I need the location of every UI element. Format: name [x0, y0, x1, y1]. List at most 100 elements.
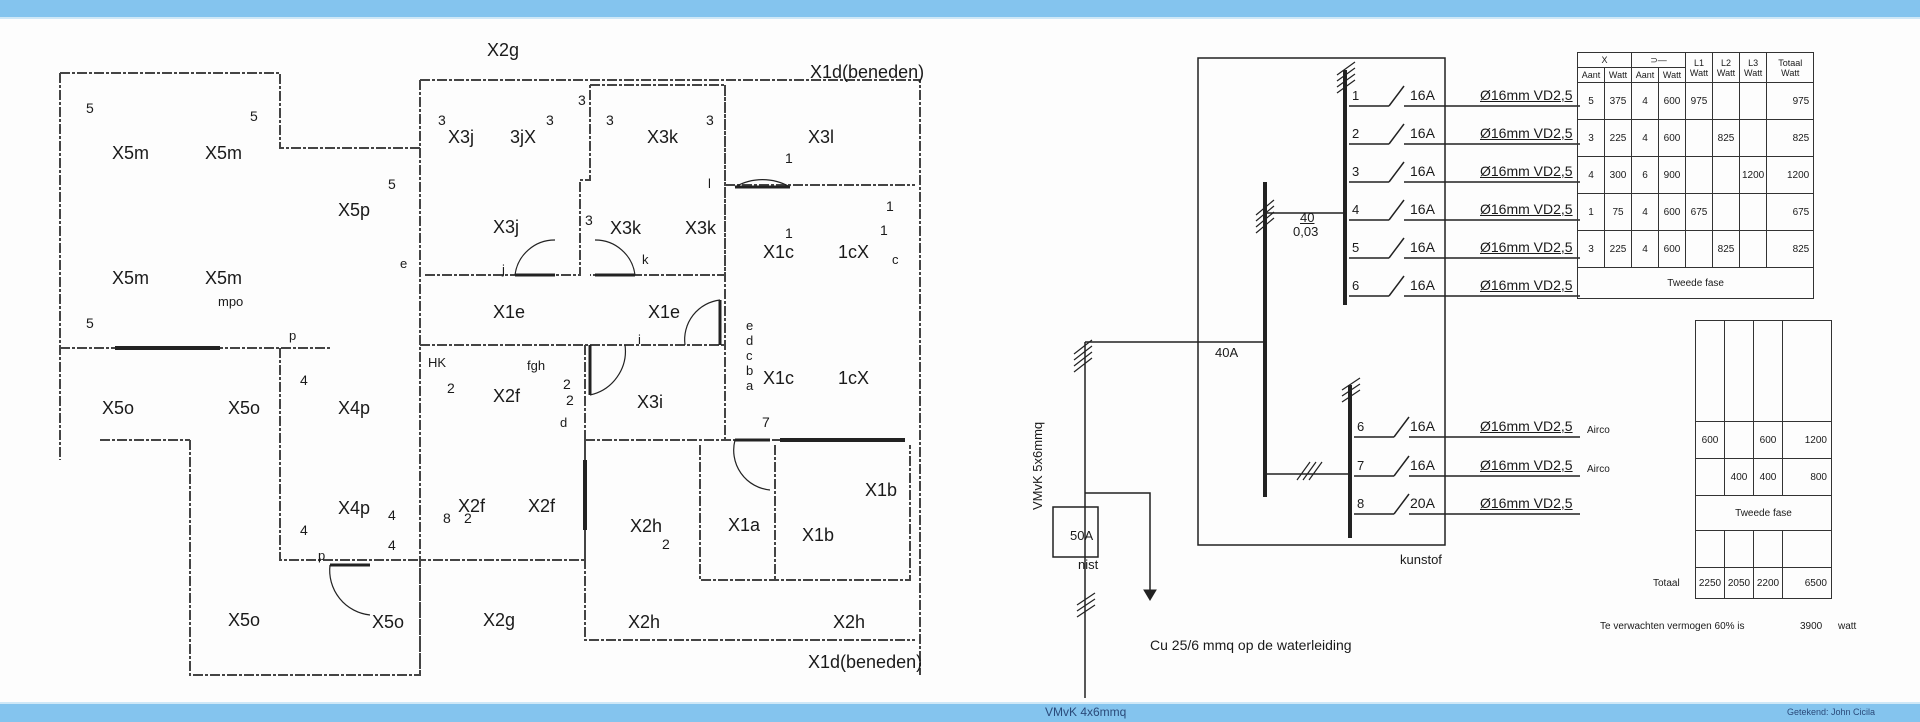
room-label: d [746, 333, 754, 348]
rcd-rating: 40 [1300, 210, 1315, 225]
cable-spec: Ø16mm VD2,5 [1480, 239, 1573, 255]
main-switch-rating: 40A [1215, 345, 1239, 360]
outlet-marker: 1 [785, 225, 793, 241]
outlet-marker: 4 [388, 507, 396, 523]
table-cell: 300 [1604, 156, 1632, 194]
room-label: X5o [228, 610, 261, 630]
room-label: X5p [338, 200, 371, 220]
table-cell: 900 [1658, 156, 1686, 194]
outlet-marker: 1 [785, 150, 793, 166]
table-cell: 4 [1631, 119, 1659, 157]
breaker-rating: 16A [1410, 87, 1435, 103]
expected-power-text: Te verwachten vermogen 60% is [1600, 621, 1745, 632]
table-cell: 3 [1577, 119, 1605, 157]
room-label: c [746, 348, 753, 363]
table-cell [1738, 193, 1768, 231]
room-label: 1cX [838, 242, 870, 262]
room-label: p [289, 328, 297, 343]
table-cell: 1200 [1738, 156, 1768, 194]
sub-aant: Aant [1631, 67, 1659, 83]
table-cell: 600 [1695, 421, 1725, 459]
room-label: X5m [205, 143, 243, 163]
table-cell: 825 [1712, 230, 1740, 268]
circuit-line [1349, 199, 1580, 221]
room-label: X5o [228, 398, 261, 418]
circuit-line [1354, 416, 1580, 438]
room-label: X3k [685, 218, 717, 238]
table-cell: 800 [1782, 458, 1832, 496]
header-outlet: ⊃— [1631, 52, 1686, 68]
table-cell [1712, 193, 1740, 231]
circuit-number: 6 [1357, 419, 1365, 434]
total-cell: 6500 [1782, 567, 1832, 599]
outlet-marker: 2 [447, 380, 455, 396]
room-label: c [892, 252, 899, 267]
outlet-marker: 3 [438, 112, 446, 128]
outlet-marker: 5 [250, 108, 258, 124]
bottom-band: VMvK 4x6mmq Getekend: John Cicila [0, 702, 1920, 722]
circuit-line [1354, 493, 1580, 515]
circuit-line [1349, 123, 1580, 145]
table-cell: 6 [1631, 156, 1659, 194]
room-label: X1e [648, 302, 681, 322]
outlet-marker: 8 [443, 510, 451, 526]
top-band [0, 0, 1920, 19]
circuit-number: 7 [1357, 458, 1365, 473]
room-label: X1d(beneden) [808, 652, 923, 672]
room-label: X5m [112, 268, 150, 288]
circuit-number: 6 [1352, 278, 1360, 293]
outlet-marker: 3 [606, 112, 614, 128]
table-cell: 600 [1753, 421, 1783, 459]
circuit-number: 5 [1352, 240, 1360, 255]
room-label: X2f [458, 496, 486, 516]
circuit-line [1349, 85, 1580, 107]
sub-watt: Watt [1604, 67, 1632, 83]
circuit-lines [1349, 85, 1580, 515]
circuit-note: Airco [1587, 464, 1610, 475]
table-cell: 400 [1753, 458, 1783, 496]
total-cell: 2050 [1724, 567, 1754, 599]
cable-spec: Ø16mm VD2,5 [1480, 418, 1573, 434]
room-label: X2f [493, 386, 521, 406]
room-label: X3i [637, 392, 664, 412]
table-cell [1724, 421, 1754, 459]
room-label: e [746, 318, 754, 333]
breaker-rating: 16A [1410, 457, 1435, 473]
table-cell: 975 [1766, 82, 1815, 120]
room-label: X3l [808, 127, 835, 147]
circuit-number: 3 [1352, 164, 1360, 179]
outlet-marker: 3 [585, 212, 593, 228]
breaker-rating: 16A [1410, 239, 1435, 255]
table-cell: 675 [1685, 193, 1713, 231]
rcd-sensitivity: 0,03 [1293, 224, 1319, 239]
outlet-marker: 4 [300, 522, 308, 538]
main-breaker-box [1052, 506, 1099, 558]
room-label: k [642, 252, 649, 267]
table-cell: 375 [1604, 82, 1632, 120]
room-label: X5o [372, 612, 405, 632]
cable-hatches [1073, 61, 1361, 618]
enclosure-box [1197, 57, 1446, 546]
room-label: X4p [338, 498, 371, 518]
breaker-rating: 20A [1410, 495, 1435, 511]
outlet-marker: 4 [300, 372, 308, 388]
room-label: b [746, 363, 754, 378]
room-label: X5m [205, 268, 243, 288]
cable-spec: Ø16mm VD2,5 [1480, 125, 1573, 141]
table-cell [1712, 156, 1740, 194]
room-label: X3j [448, 127, 475, 147]
room-label: HK [428, 355, 447, 370]
outlet-marker: 1 [886, 198, 894, 214]
room-label: mpo [218, 294, 244, 309]
table-cell [1738, 119, 1768, 157]
outlet-marker: 2 [563, 376, 571, 392]
outlet-marker: 2 [662, 536, 670, 552]
